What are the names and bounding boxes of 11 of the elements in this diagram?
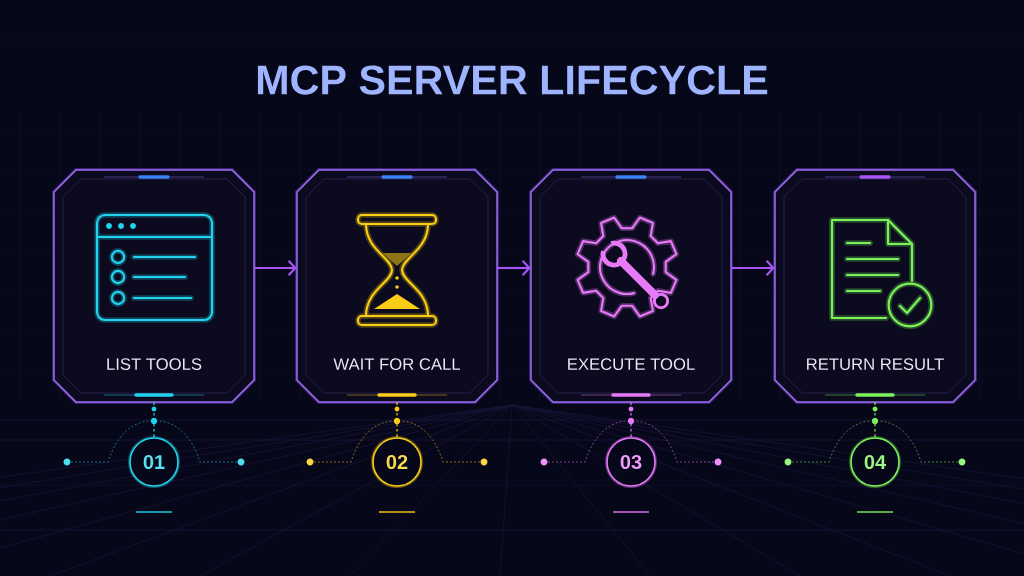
connector-line: [396, 401, 398, 438]
arrow: [731, 259, 775, 277]
connector-line: [874, 401, 876, 438]
title: MCP SERVER LIFECYCLE: [257, 65, 768, 95]
process-card: WAIT FOR CALL: [295, 168, 499, 404]
process-card: RETURN RESULT: [773, 168, 977, 404]
connector-line: [153, 401, 155, 438]
process-card: EXECUTE TOOL: [529, 168, 733, 404]
connector-line: [630, 401, 632, 438]
arrow: [497, 259, 531, 277]
arrow: [254, 259, 297, 277]
